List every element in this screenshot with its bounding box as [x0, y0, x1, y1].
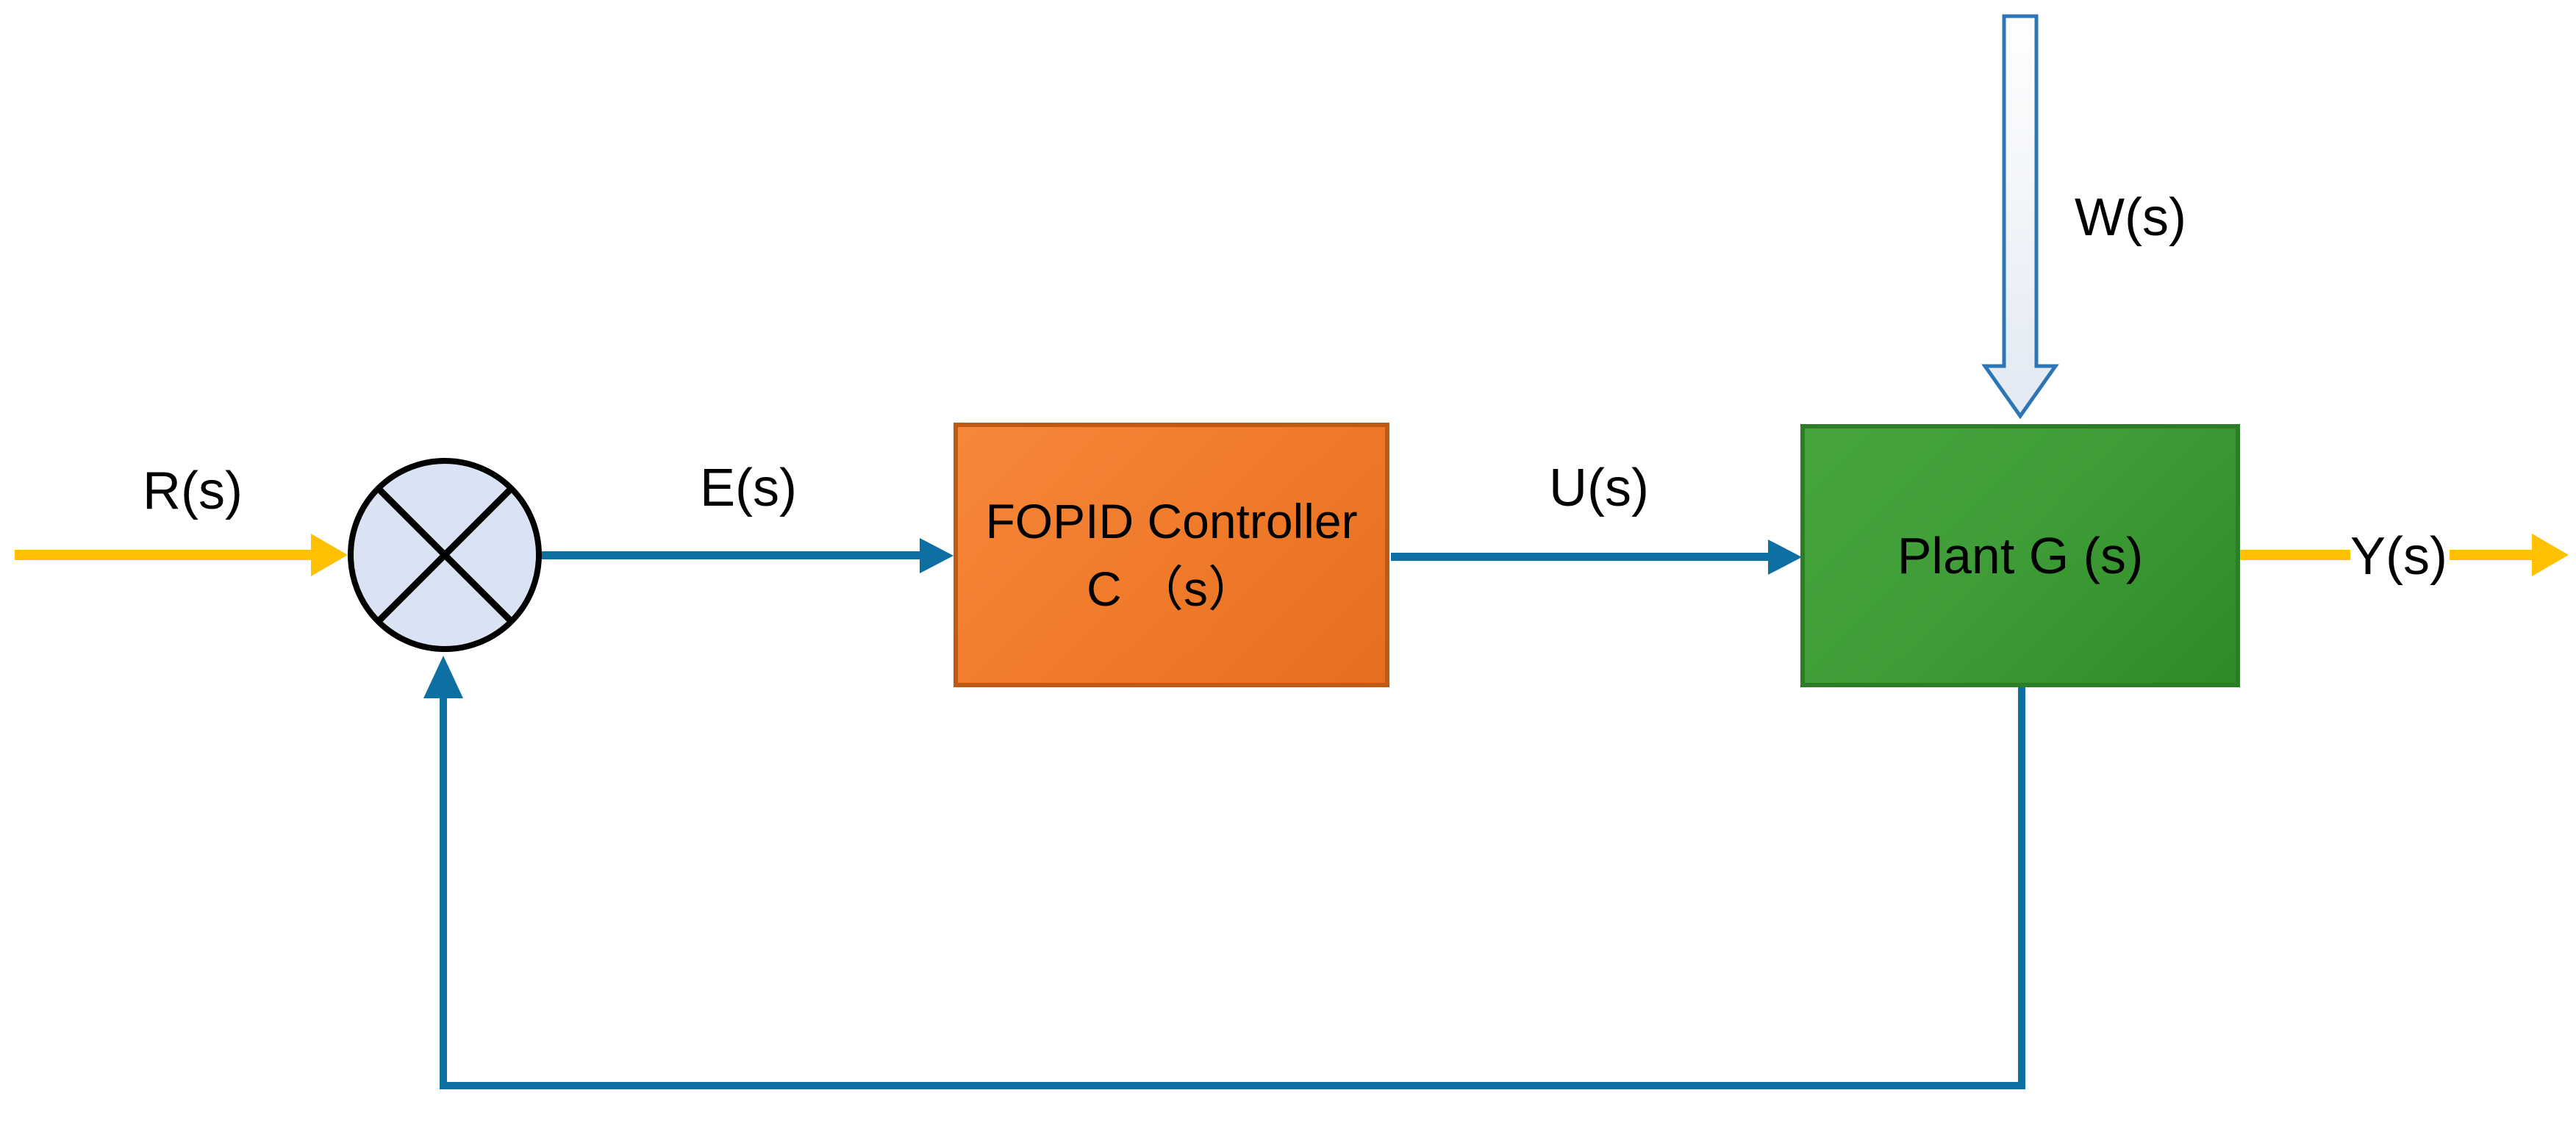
reference-arrowhead-icon — [311, 534, 348, 576]
summing-junction — [348, 458, 542, 652]
output-arrow-line-1 — [2240, 550, 2350, 560]
controller-label-line2: C （s） — [1087, 562, 1256, 616]
feedback-arrowhead-icon — [423, 656, 463, 698]
output-arrowhead-icon — [2532, 534, 2569, 576]
control-signal-label: U(s) — [1549, 459, 1649, 517]
disturbance-arrow — [1981, 14, 2059, 420]
controller-block: FOPID Controller C （s） — [954, 423, 1389, 687]
feedback-line-bottom — [440, 1082, 2025, 1089]
feedback-line-right — [2018, 687, 2025, 1088]
control-arrowhead-icon — [1768, 540, 1802, 575]
output-signal-label: Y(s) — [2350, 527, 2447, 586]
disturbance-signal-label: W(s) — [2075, 188, 2186, 247]
plant-label: Plant G (s) — [1897, 527, 2144, 584]
error-arrow-line — [542, 551, 921, 559]
control-arrow-line — [1391, 553, 1770, 561]
feedback-line-up — [440, 697, 447, 1086]
reference-arrow-line — [15, 550, 312, 560]
error-signal-label: E(s) — [700, 459, 797, 517]
output-arrow-line-2 — [2450, 550, 2532, 560]
disturbance-arrow-shape — [1981, 14, 2059, 420]
error-arrowhead-icon — [920, 538, 954, 573]
reference-signal-label: R(s) — [143, 462, 243, 520]
plant-block: Plant G (s) — [1800, 424, 2240, 687]
controller-label-line1: FOPID Controller — [985, 494, 1358, 548]
